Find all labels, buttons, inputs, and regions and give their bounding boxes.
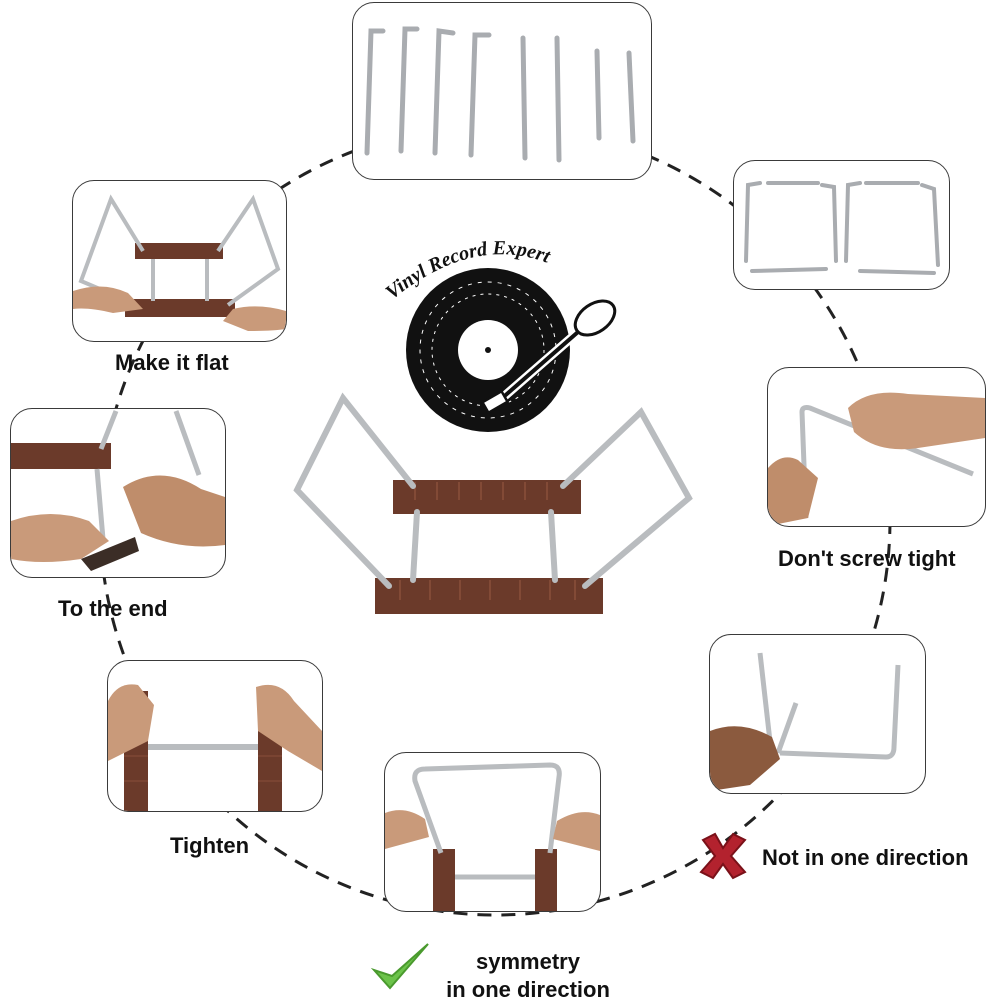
wrong-direction-illustration [710, 635, 925, 793]
panel-make-it-flat [72, 180, 287, 342]
to-the-end-illustration [11, 409, 225, 577]
caption-symmetry-line1: symmetry [438, 948, 618, 976]
caption-make-it-flat: Make it flat [115, 352, 229, 374]
panel-to-the-end [10, 408, 226, 578]
panel-not-in-one-direction [709, 634, 926, 794]
tighten-illustration [108, 661, 322, 811]
panel-dont-screw-tight [767, 367, 986, 527]
check-icon [370, 940, 432, 995]
panel-parts [352, 2, 652, 180]
symmetry-illustration [385, 753, 600, 911]
caption-not-in-one-direction: Not in one direction [762, 847, 969, 869]
make-it-flat-illustration [73, 181, 286, 341]
caption-symmetry-line2: in one direction [438, 976, 618, 1003]
cross-icon [697, 830, 749, 882]
caption-symmetry: symmetry in one direction [438, 948, 618, 1003]
product-hero [285, 390, 710, 625]
dont-screw-tight-illustration [768, 368, 985, 526]
caption-dont-screw-tight: Don't screw tight [778, 548, 956, 570]
panel-tighten [107, 660, 323, 812]
panel-frames [733, 160, 950, 290]
panel-symmetry [384, 752, 601, 912]
parts-illustration [353, 3, 651, 179]
caption-to-the-end: To the end [58, 598, 168, 620]
frames-illustration [734, 161, 949, 289]
caption-tighten: Tighten [170, 835, 249, 857]
